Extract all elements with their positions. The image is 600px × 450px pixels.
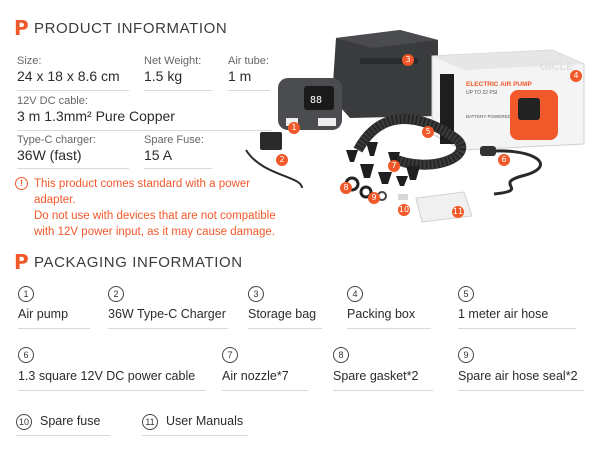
warning-text: This product comes standard with a power… — [34, 176, 304, 240]
item-number: 8 — [333, 347, 349, 363]
spec-value-size: 24 x 18 x 8.6 cm — [17, 68, 120, 84]
item-label-charger: 36W Type-C Charger — [108, 307, 226, 321]
item-label-dc-cable: 1.3 square 12V DC power cable — [18, 369, 196, 383]
box-title: ELECTRIC AIR PUMP — [466, 81, 533, 88]
warning-line: This product comes standard with a power — [34, 178, 251, 190]
item-label-storage-bag: Storage bag — [248, 307, 317, 321]
badge-3: 3 — [402, 54, 414, 66]
box-note: BATTERY POWERED — [466, 114, 512, 119]
storage-bag-illustration — [332, 30, 438, 118]
spec-label-air-tube: Air tube: — [228, 55, 269, 67]
divider — [248, 328, 322, 329]
item-number: 2 — [108, 286, 124, 302]
box-brand: GICLE — [540, 61, 574, 73]
divider — [458, 328, 576, 329]
badge-2: 2 — [276, 154, 288, 166]
divider — [333, 390, 433, 391]
spec-value-air-tube: 1 m — [228, 68, 252, 84]
warning-line: with 12V power input, as it may cause da… — [34, 226, 275, 238]
badge-7: 7 — [388, 160, 400, 172]
item-number: 9 — [458, 347, 474, 363]
divider — [18, 328, 90, 329]
spec-label-fuse: Spare Fuse: — [144, 134, 204, 146]
item-label-air-hose-seal: Spare air hose seal*2 — [458, 369, 578, 383]
item-label-air-pump: Air pump — [18, 307, 69, 321]
item-number: 10 — [16, 414, 32, 430]
pump-display: 88 — [310, 95, 322, 106]
badge-6: 6 — [498, 154, 510, 166]
nozzles-illustration — [346, 142, 420, 186]
dc-cable-illustration — [480, 146, 543, 196]
product-photo: GICLE ELECTRIC AIR PUMP UP TO 22 PSI BAT… — [232, 26, 594, 240]
divider — [458, 390, 584, 391]
item-label-packing-box: Packing box — [347, 307, 416, 321]
divider — [16, 435, 110, 436]
charger-illustration — [245, 132, 303, 189]
manual-illustration — [415, 191, 473, 223]
badge-11: 11 — [452, 206, 464, 218]
spec-value-dc-cable: 3 m 1.3mm² Pure Copper — [17, 108, 175, 124]
box-subtitle: UP TO 22 PSI — [466, 90, 497, 96]
badge-5: 5 — [422, 126, 434, 138]
item-label-spare-gasket: Spare gasket*2 — [333, 369, 419, 383]
divider — [144, 168, 212, 169]
divider — [347, 328, 431, 329]
section-letter-product: P — [14, 16, 29, 40]
item-label-spare-fuse: Spare fuse — [40, 414, 101, 428]
item-label-air-hose: 1 meter air hose — [458, 307, 549, 321]
item-label-user-manuals: User Manuals — [166, 414, 244, 428]
product-illustration: GICLE ELECTRIC AIR PUMP UP TO 22 PSI BAT… — [245, 30, 585, 223]
item-number: 6 — [18, 347, 34, 363]
spec-label-dc-cable: 12V DC cable: — [17, 95, 88, 107]
item-number: 11 — [142, 414, 158, 430]
air-pump-illustration: 88 — [278, 78, 342, 130]
item-number: 7 — [222, 347, 238, 363]
badge-4: 4 — [570, 70, 582, 82]
spec-value-fuse: 15 A — [144, 147, 173, 163]
air-hose-illustration — [353, 114, 466, 170]
divider — [17, 168, 129, 169]
warning-line: Do not use with devices that are not com… — [34, 210, 276, 222]
divider — [17, 130, 272, 131]
warning-icon: ! — [15, 177, 28, 190]
warning-line: adapter. — [34, 194, 76, 206]
spec-label-size: Size: — [17, 55, 42, 67]
badge-9: 9 — [368, 192, 380, 204]
divider — [17, 90, 129, 91]
section-letter-packaging: P — [14, 250, 29, 274]
item-label-air-nozzle: Air nozzle*7 — [222, 369, 289, 383]
divider — [222, 390, 308, 391]
product-info-title: PRODUCT INFORMATION — [34, 20, 228, 37]
divider — [18, 390, 206, 391]
spec-label-charger: Type-C charger: — [17, 134, 96, 146]
divider — [228, 90, 270, 91]
divider — [144, 90, 212, 91]
packaging-info-title: PACKAGING INFORMATION — [34, 254, 243, 271]
divider — [108, 328, 228, 329]
badge-1: 1 — [288, 122, 300, 134]
item-number: 5 — [458, 286, 474, 302]
divider — [142, 435, 248, 436]
spec-value-charger: 36W (fast) — [17, 147, 82, 163]
spec-value-weight: 1.5 kg — [144, 68, 183, 84]
item-number: 4 — [347, 286, 363, 302]
badge-8: 8 — [340, 182, 352, 194]
item-number: 3 — [248, 286, 264, 302]
badge-10: 10 — [398, 204, 410, 216]
spec-label-weight: Net Weight: — [144, 55, 202, 67]
item-number: 1 — [18, 286, 34, 302]
